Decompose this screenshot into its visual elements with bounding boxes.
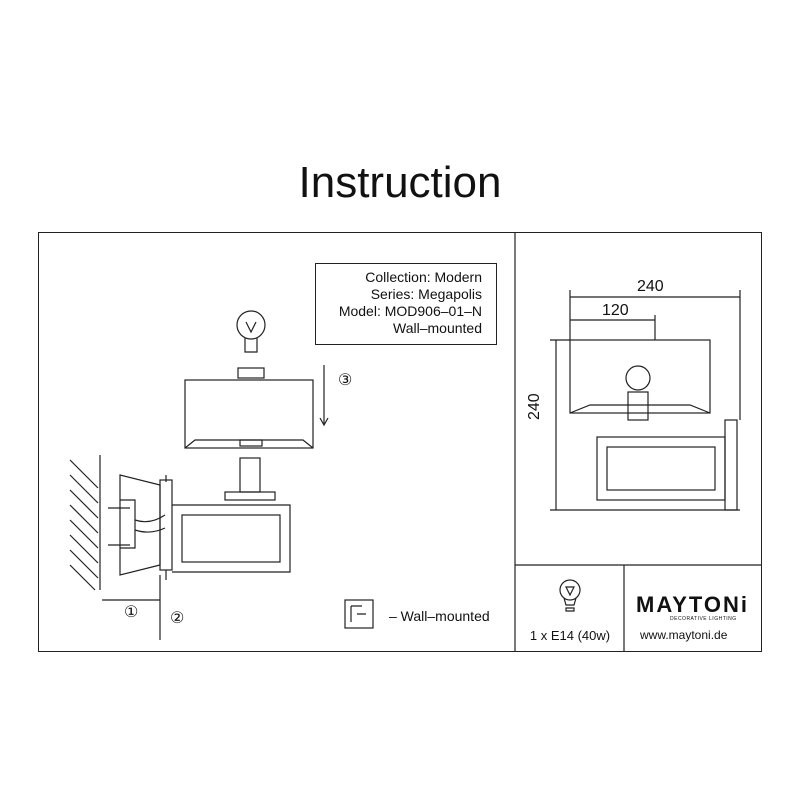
step-1-marker: ① (124, 604, 139, 621)
page-title: Instruction (298, 158, 502, 207)
series-label: Series: Megapolis (370, 286, 482, 302)
collection-label: Collection: Modern (365, 269, 482, 285)
step-2-marker: ② (170, 610, 185, 627)
wall-mounted-legend: – Wall–mounted (389, 608, 490, 624)
dim-height: 240 (526, 393, 543, 420)
dim-width-total: 240 (637, 278, 664, 295)
bulb-spec: 1 x E14 (40w) (529, 628, 611, 643)
brand-url: www.maytoni.de (640, 628, 728, 642)
brand-tagline: DECORATIVE LIGHTING (670, 616, 737, 622)
mount-label: Wall–mounted (393, 320, 482, 336)
product-info-box: Collection: Modern Series: Megapolis Mod… (315, 263, 497, 345)
step-3-marker: ③ (338, 372, 353, 389)
wall-hatch (69, 455, 101, 591)
dim-width-half: 120 (602, 302, 629, 319)
diagram-frame (38, 232, 762, 652)
model-label: Model: MOD906–01–N (338, 303, 482, 319)
brand-logo: MAYTONi (636, 592, 750, 617)
